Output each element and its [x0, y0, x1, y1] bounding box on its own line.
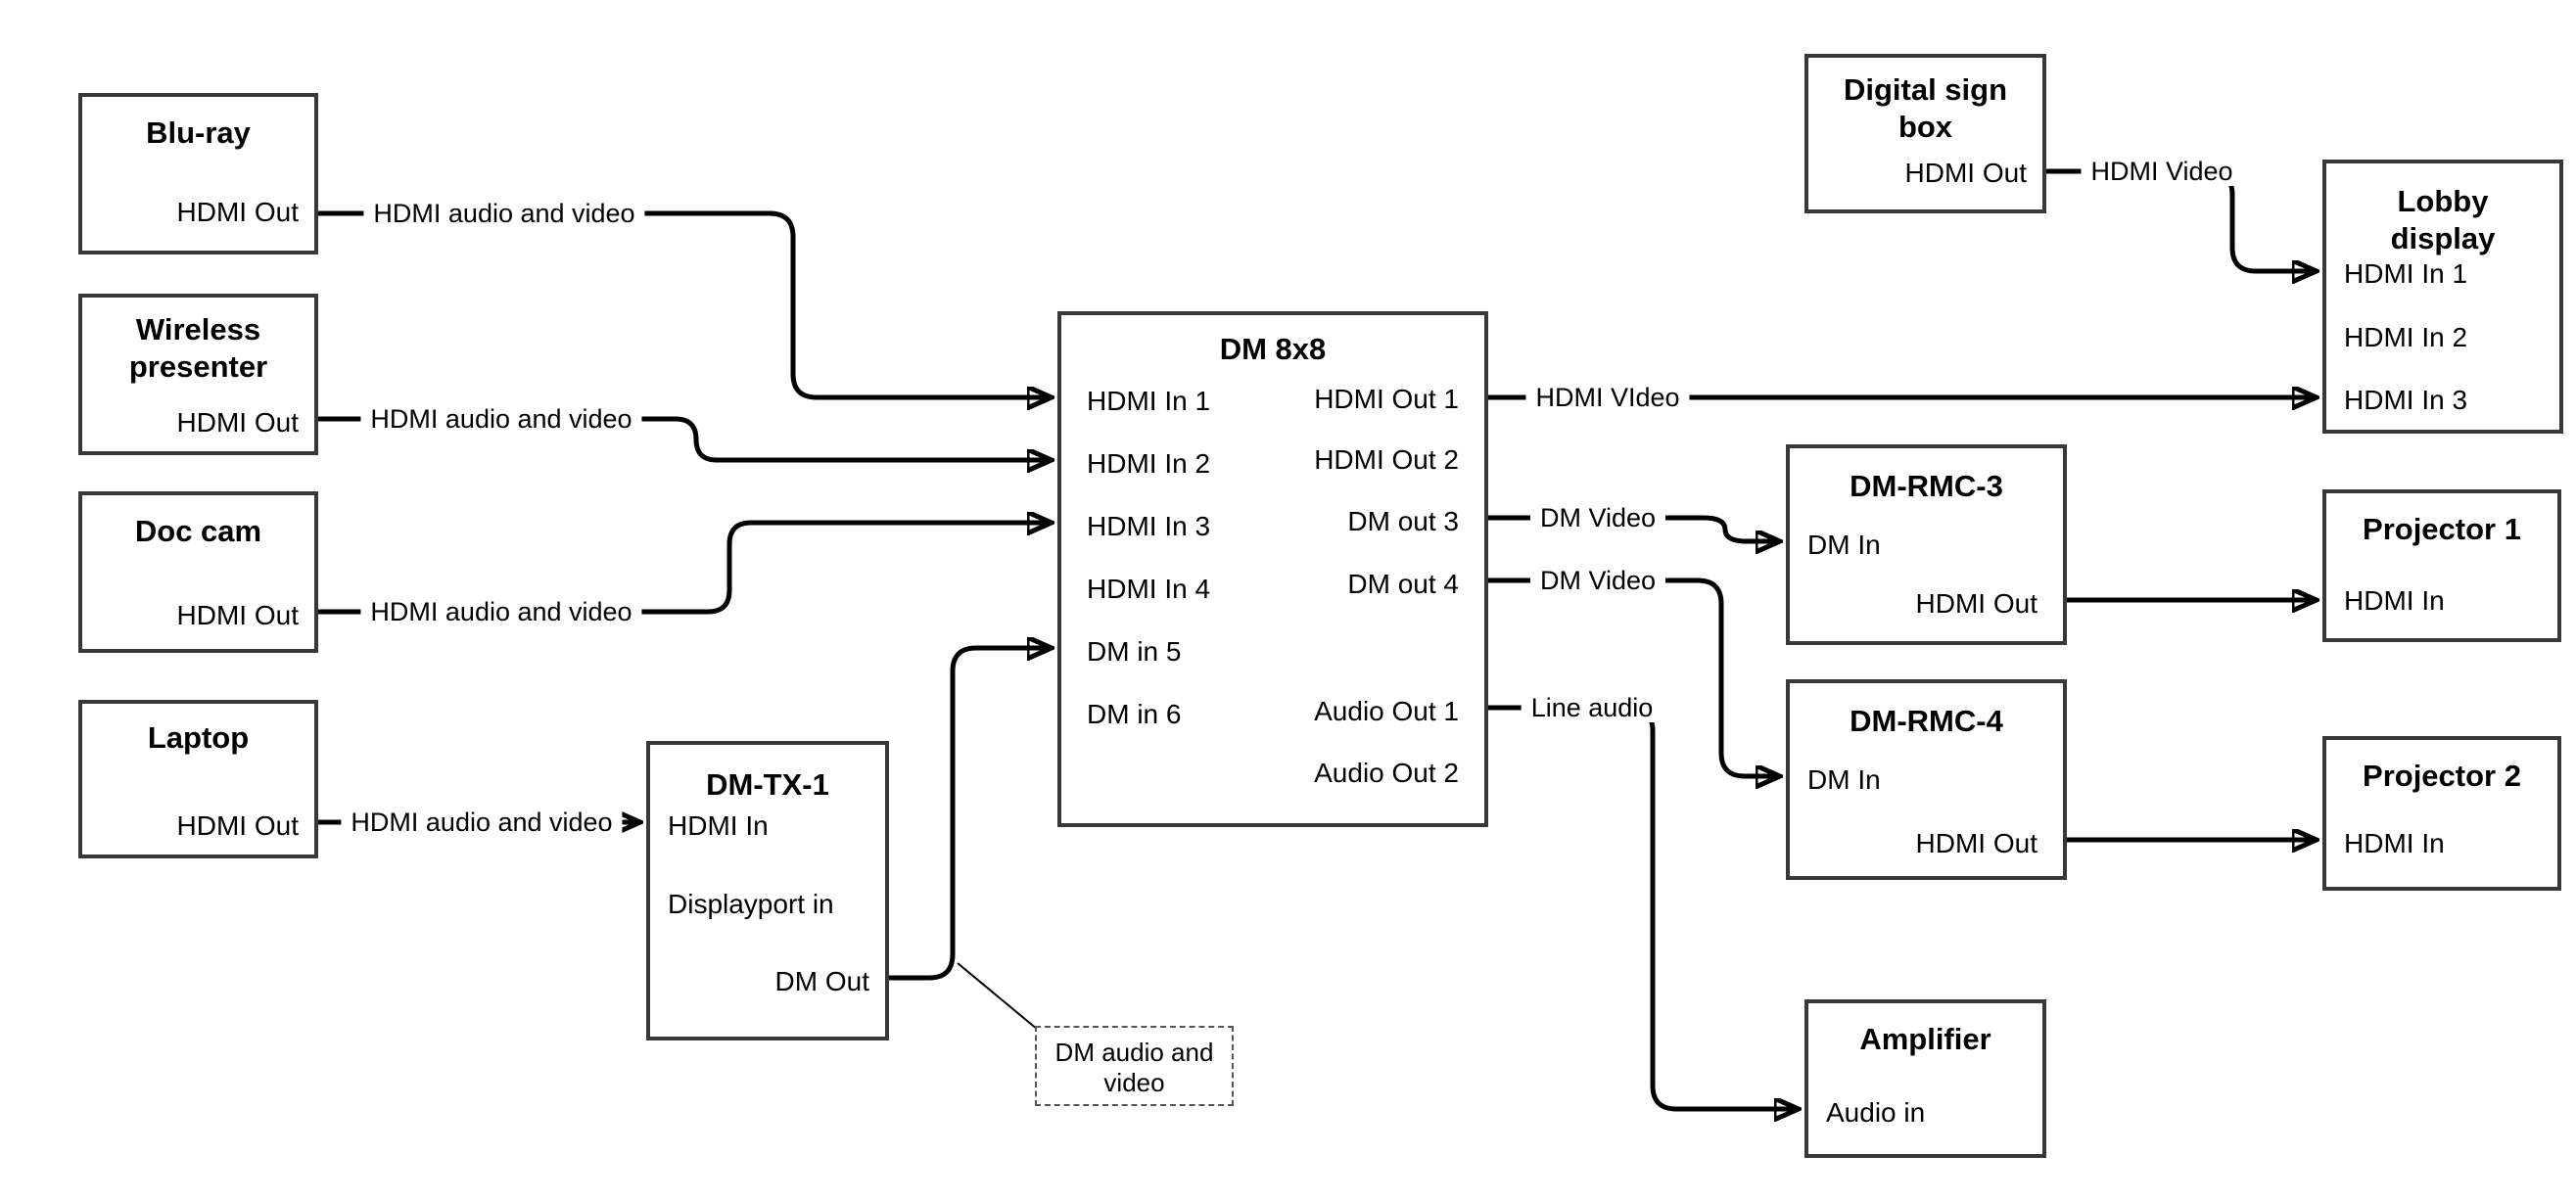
- node-bluray: Blu-ray HDMI Out: [78, 93, 318, 254]
- note-text: DM audio and video: [1054, 1038, 1214, 1098]
- wire-label-doccam: HDMI audio and video: [360, 597, 642, 626]
- node-title: DM-RMC-3: [1850, 469, 2003, 503]
- wire-label-hdmi-video-out1: HDMI VIdeo: [1525, 383, 1690, 412]
- port-dmtx1-hdmi-in: HDMI In: [668, 810, 769, 841]
- node-title: DM 8x8: [1219, 332, 1327, 366]
- node-dm-8x8: DM 8x8 HDMI In 1 HDMI In 2 HDMI In 3 HDM…: [1057, 311, 1488, 827]
- wire-digital-sign-to-lobby-hdmi-in-1: [2046, 168, 2317, 271]
- port-rmc4-dm-in: DM In: [1807, 764, 1881, 795]
- wire-label-laptop: HDMI audio and video: [341, 808, 623, 837]
- wire-label-dm-video-3: DM Video: [1529, 503, 1666, 532]
- node-amplifier: Amplifier Audio in: [1804, 999, 2046, 1158]
- port-lobby-hdmi-in-1: HDMI In 1: [2344, 258, 2468, 289]
- node-title: Wireless presenter: [128, 312, 268, 384]
- node-projector-2: Projector 2 HDMI In: [2322, 736, 2561, 891]
- port-dm8x8-dm-in-6: DM in 6: [1087, 699, 1182, 729]
- node-wireless-presenter: Wireless presenter HDMI Out: [78, 294, 318, 455]
- port-projector1-hdmi-in: HDMI In: [2344, 585, 2445, 616]
- note-callout-line: [957, 962, 1039, 1031]
- node-title: DM-TX-1: [706, 767, 829, 802]
- node-title: Amplifier: [1859, 1022, 1991, 1056]
- port-rmc4-hdmi-out: HDMI Out: [1915, 828, 2037, 858]
- port-dm8x8-hdmi-in-1: HDMI In 1: [1087, 386, 1211, 416]
- node-title: Projector 2: [2363, 759, 2521, 793]
- wire-dm8x8-audio-out-1-to-amplifier: [1488, 705, 1799, 1109]
- port-lobby-hdmi-in-3: HDMI In 3: [2344, 385, 2468, 415]
- wire-dmtx1-dm-out-to-dm8x8-dm-in-5: [889, 648, 1052, 981]
- port-dm8x8-hdmi-in-3: HDMI In 3: [1087, 511, 1211, 541]
- node-title: DM-RMC-4: [1850, 704, 2003, 738]
- wire-label-hdmi-video-sign: HDMI Video: [2081, 157, 2243, 186]
- port-lobby-hdmi-in-2: HDMI In 2: [2344, 322, 2468, 352]
- port-rmc3-dm-in: DM In: [1807, 530, 1881, 560]
- node-dm-rmc-4: DM-RMC-4 DM In HDMI Out: [1786, 679, 2067, 880]
- node-title: Lobby display: [2390, 184, 2496, 255]
- port-laptop-hdmi-out: HDMI Out: [176, 810, 299, 841]
- wire-label-wireless: HDMI audio and video: [360, 404, 642, 434]
- port-dm8x8-dm-in-5: DM in 5: [1087, 636, 1182, 667]
- port-dm8x8-hdmi-out-1: HDMI Out 1: [1314, 384, 1459, 414]
- port-doccam-hdmi-out: HDMI Out: [176, 600, 299, 630]
- node-dm-tx-1: DM-TX-1 HDMI In Displayport in DM Out: [646, 741, 889, 1040]
- node-digital-sign-box: Digital sign box HDMI Out: [1804, 54, 2046, 213]
- node-title: Blu-ray: [146, 115, 251, 150]
- port-dm8x8-dm-out-3: DM out 3: [1347, 506, 1459, 536]
- port-dm8x8-audio-out-2: Audio Out 2: [1314, 758, 1459, 788]
- wire-label-dm-video-4: DM Video: [1529, 566, 1666, 595]
- wire-dm8x8-dm-out-3-to-rmc3-dm-in: [1488, 515, 1780, 541]
- node-title: Laptop: [147, 720, 250, 755]
- port-dm8x8-audio-out-1: Audio Out 1: [1314, 696, 1459, 726]
- port-projector2-hdmi-in: HDMI In: [2344, 828, 2445, 858]
- node-title: Digital sign box: [1843, 72, 2008, 144]
- wire-bluray-to-dm8x8-hdmi-in-1: [318, 210, 1052, 397]
- node-lobby-display: Lobby display HDMI In 1 HDMI In 2 HDMI I…: [2322, 160, 2563, 434]
- node-laptop: Laptop HDMI Out: [78, 700, 318, 858]
- port-rmc3-hdmi-out: HDMI Out: [1915, 588, 2037, 619]
- node-projector-1: Projector 1 HDMI In: [2322, 489, 2561, 642]
- port-amplifier-audio-in: Audio in: [1826, 1097, 1926, 1128]
- port-digitalsign-hdmi-out: HDMI Out: [1904, 158, 2027, 188]
- port-dm8x8-hdmi-in-4: HDMI In 4: [1087, 574, 1211, 604]
- wire-wireless-to-dm8x8-hdmi-in-2: [318, 416, 1052, 460]
- port-dm8x8-hdmi-out-2: HDMI Out 2: [1314, 444, 1459, 475]
- wire-dm8x8-dm-out-4-to-rmc4-dm-in: [1488, 577, 1780, 776]
- port-dmtx1-dm-out: DM Out: [774, 966, 869, 996]
- port-dm8x8-hdmi-in-2: HDMI In 2: [1087, 448, 1211, 479]
- port-dm8x8-dm-out-4: DM out 4: [1347, 569, 1459, 599]
- wire-label-line-audio: Line audio: [1521, 693, 1663, 722]
- node-doc-cam: Doc cam HDMI Out: [78, 491, 318, 653]
- note-dm-audio-and-video: DM audio and video: [1035, 1026, 1234, 1106]
- port-wireless-hdmi-out: HDMI Out: [176, 407, 299, 438]
- node-title: Doc cam: [134, 514, 262, 548]
- node-title: Projector 1: [2363, 512, 2521, 546]
- wire-label-bluray: HDMI audio and video: [363, 199, 645, 228]
- port-dmtx1-displayport-in: Displayport in: [668, 889, 834, 919]
- port-bluray-hdmi-out: HDMI Out: [176, 197, 299, 227]
- wire-doccam-to-dm8x8-hdmi-in-3: [318, 523, 1052, 615]
- node-dm-rmc-3: DM-RMC-3 DM In HDMI Out: [1786, 444, 2067, 645]
